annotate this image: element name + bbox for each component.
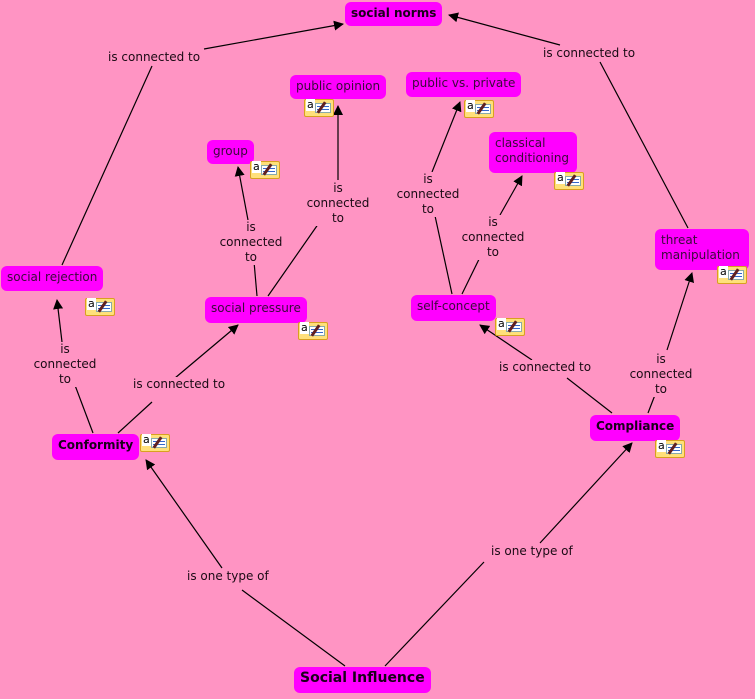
- edge-conformity-label-2: [117, 401, 153, 434]
- link-label: is connected to: [543, 46, 636, 61]
- edge-label-norms: [203, 20, 344, 50]
- link-label: is one type of: [187, 569, 269, 584]
- edge-influence-label-2: [384, 561, 485, 667]
- concept-public-opinion[interactable]: public opinion: [290, 75, 387, 99]
- edge-influence-label: [241, 589, 346, 667]
- annotation-note-icon[interactable]: a: [554, 172, 584, 190]
- concept-social-norms[interactable]: social norms: [345, 2, 443, 26]
- concept-group[interactable]: group: [207, 140, 254, 164]
- edge-label-pressure: [174, 324, 239, 379]
- edge-label-conformity: [145, 459, 223, 569]
- edge-label-group: [234, 166, 249, 221]
- annotation-note-icon[interactable]: a: [298, 322, 328, 340]
- concept-social-influence[interactable]: Social Influence: [294, 667, 431, 693]
- annotation-note-icon[interactable]: a: [250, 161, 280, 179]
- link-label: is connected to: [133, 377, 226, 392]
- concept-self-concept[interactable]: self-concept: [411, 295, 496, 321]
- edge-rejection-label: [61, 65, 153, 266]
- link-label: is connected to: [390, 172, 466, 217]
- edge-label-public: [431, 101, 462, 173]
- annotation-note-icon[interactable]: a: [717, 266, 747, 284]
- edge-self-label: [431, 201, 453, 295]
- link-label: is connected to: [108, 50, 201, 65]
- concept-compliance[interactable]: Compliance: [590, 415, 681, 441]
- concept-social-rejection[interactable]: social rejection: [1, 266, 104, 291]
- link-label: is connected to: [213, 220, 289, 265]
- annotation-note-icon[interactable]: a: [140, 434, 170, 452]
- link-label: is connected to: [623, 352, 699, 397]
- concept-conformity[interactable]: Conformity: [52, 434, 140, 460]
- concept-threat-manipulation[interactable]: threat manipulation: [655, 229, 749, 270]
- edge-label-self: [479, 324, 533, 361]
- annotation-note-icon[interactable]: a: [85, 298, 115, 316]
- annotation-note-icon[interactable]: a: [495, 318, 525, 336]
- annotation-note-icon[interactable]: a: [655, 440, 685, 458]
- concept-classical-conditioning[interactable]: classical conditioning: [489, 132, 577, 173]
- concept-public-vs-private[interactable]: public vs. private: [406, 72, 522, 97]
- edge-label-classical: [499, 175, 523, 216]
- edge-label-rejection: [53, 299, 64, 343]
- edge-threat-label: [599, 61, 689, 229]
- annotation-note-icon[interactable]: a: [304, 99, 334, 117]
- edge-label-threat: [666, 272, 694, 351]
- edge-label-norms-2: [448, 12, 561, 46]
- link-label: is connected to: [455, 215, 531, 260]
- edge-label-compliance: [539, 442, 633, 544]
- annotation-note-icon[interactable]: a: [464, 100, 494, 118]
- link-label: is one type of: [491, 544, 573, 559]
- link-label: is connected to: [28, 342, 102, 387]
- link-label: is connected to: [300, 181, 376, 226]
- link-label: is connected to: [499, 360, 592, 375]
- edge-compliance-label: [566, 377, 613, 414]
- concept-social-pressure[interactable]: social pressure: [205, 297, 307, 323]
